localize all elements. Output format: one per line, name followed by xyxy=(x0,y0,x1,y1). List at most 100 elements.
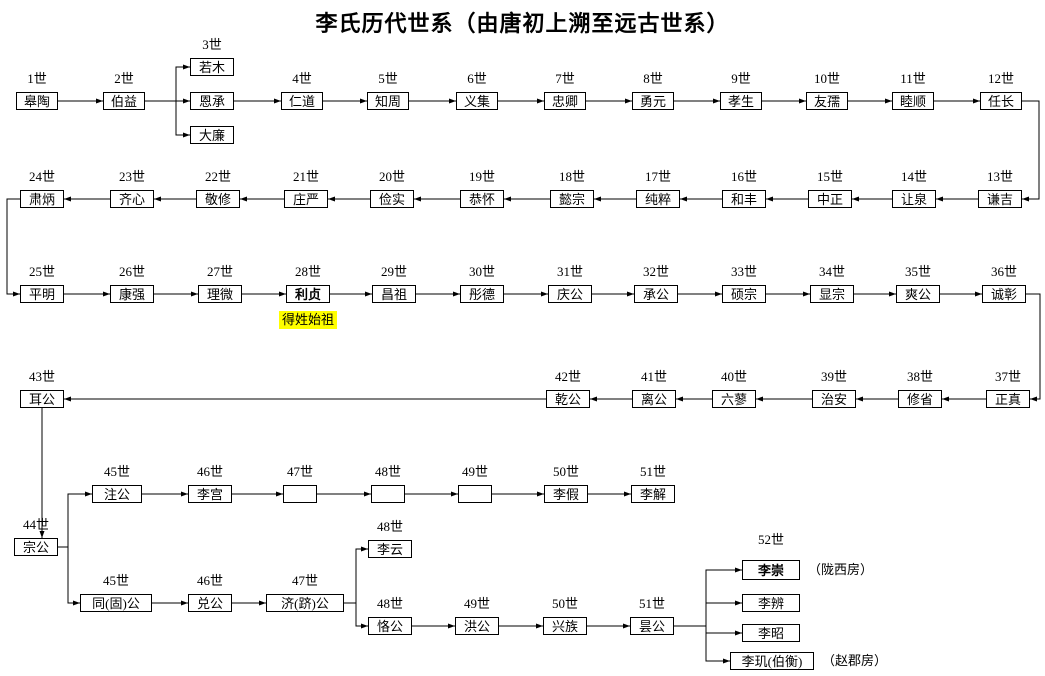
tree-node: 敬修 xyxy=(196,190,240,208)
tree-node: 若木 xyxy=(190,58,234,76)
generation-label: 50世 xyxy=(552,464,580,479)
tree-node: 李玑(伯衡) xyxy=(730,652,814,670)
generation-label: 39世 xyxy=(820,369,848,384)
tree-node: 理微 xyxy=(198,285,242,303)
generation-label: 45世 xyxy=(103,464,131,479)
generation-label: 22世 xyxy=(204,169,232,184)
generation-label: 48世 xyxy=(376,596,404,611)
generation-label: 4世 xyxy=(292,71,312,86)
generation-label: 18世 xyxy=(558,169,586,184)
tree-node: 恪公 xyxy=(368,617,412,635)
generation-label: 23世 xyxy=(118,169,146,184)
tree-node: 正真 xyxy=(986,390,1030,408)
tree-node: 俭实 xyxy=(370,190,414,208)
tree-node: 庆公 xyxy=(548,285,592,303)
generation-label: 25世 xyxy=(28,264,56,279)
tree-node: 李假 xyxy=(544,485,588,503)
tree-node: 兴族 xyxy=(543,617,587,635)
generation-label: 50世 xyxy=(551,596,579,611)
generation-label: 46世 xyxy=(196,464,224,479)
generation-label: 37世 xyxy=(994,369,1022,384)
tree-node: 懿宗 xyxy=(550,190,594,208)
generation-label: 13世 xyxy=(986,169,1014,184)
tree-node: 耳公 xyxy=(20,390,64,408)
generation-label: 34世 xyxy=(818,264,846,279)
tree-node: 伯益 xyxy=(103,92,145,110)
branch-annotation: （赵郡房） xyxy=(822,653,888,668)
generation-label: 1世 xyxy=(27,71,47,86)
generation-label: 11世 xyxy=(900,71,926,86)
generation-label: 8世 xyxy=(643,71,663,86)
generation-label: 14世 xyxy=(900,169,928,184)
generation-label: 47世 xyxy=(286,464,314,479)
generation-label: 52世 xyxy=(757,532,785,547)
generation-label: 10世 xyxy=(813,71,841,86)
tree-node: 庄严 xyxy=(284,190,328,208)
generation-label: 15世 xyxy=(816,169,844,184)
tree-node: 齐心 xyxy=(110,190,154,208)
tree-node: 昌祖 xyxy=(372,285,416,303)
tree-node: 乾公 xyxy=(546,390,590,408)
generation-label: 32世 xyxy=(642,264,670,279)
tree-node: 勇元 xyxy=(632,92,674,110)
tree-node: 治安 xyxy=(812,390,856,408)
tree-node: 六蓼 xyxy=(712,390,756,408)
tree-node: 义集 xyxy=(456,92,498,110)
tree-node: 彤德 xyxy=(460,285,504,303)
tree-node: 注公 xyxy=(92,485,142,503)
tree-node: 李昭 xyxy=(742,624,800,642)
generation-label: 24世 xyxy=(28,169,56,184)
tree-edge xyxy=(145,100,190,138)
generation-label: 38世 xyxy=(906,369,934,384)
tree-node: 宗公 xyxy=(14,538,58,556)
generation-label: 49世 xyxy=(463,596,491,611)
generation-label: 16世 xyxy=(730,169,758,184)
generation-label: 42世 xyxy=(554,369,582,384)
generation-label: 2世 xyxy=(114,71,134,86)
tree-node: 恭怀 xyxy=(460,190,504,208)
generation-label: 20世 xyxy=(378,169,406,184)
tree-node: 兑公 xyxy=(188,594,232,612)
tree-node: 李宫 xyxy=(188,485,232,503)
tree-node: 李崇 xyxy=(742,560,800,580)
generation-label: 46世 xyxy=(196,573,224,588)
surname-origin-highlight: 得姓始祖 xyxy=(278,311,338,329)
generation-label: 29世 xyxy=(380,264,408,279)
tree-node: 中正 xyxy=(808,190,852,208)
tree-edge xyxy=(344,602,368,629)
generation-label: 5世 xyxy=(378,71,398,86)
tree-edge xyxy=(1022,100,1040,202)
chart-title: 李氏历代世系（由唐初上溯至远古世系） xyxy=(315,11,730,36)
tree-node: 济(跻)公 xyxy=(266,594,344,612)
tree-node: 肃炳 xyxy=(20,190,64,208)
tree-edge xyxy=(674,625,730,664)
generation-label: 30世 xyxy=(468,264,496,279)
generation-label: 3世 xyxy=(202,37,222,52)
tree-node: 康强 xyxy=(110,285,154,303)
generation-label: 27世 xyxy=(206,264,234,279)
tree-node: 硕宗 xyxy=(722,285,766,303)
tree-node: 让泉 xyxy=(892,190,936,208)
tree-node: 爽公 xyxy=(896,285,940,303)
generation-label: 7世 xyxy=(555,71,575,86)
generation-label: 21世 xyxy=(292,169,320,184)
tree-node: 离公 xyxy=(632,390,676,408)
tree-node: 显宗 xyxy=(810,285,854,303)
generation-label: 26世 xyxy=(118,264,146,279)
tree-node: 李解 xyxy=(631,485,675,503)
tree-edge xyxy=(58,546,80,606)
generation-label: 48世 xyxy=(376,519,404,534)
tree-node: 同(固)公 xyxy=(80,594,152,612)
tree-node: 皋陶 xyxy=(16,92,58,110)
generation-label: 28世 xyxy=(294,264,322,279)
tree-node xyxy=(283,485,317,503)
tree-node: 和丰 xyxy=(722,190,766,208)
generation-label: 49世 xyxy=(461,464,489,479)
generation-label: 40世 xyxy=(720,369,748,384)
generation-label: 47世 xyxy=(291,573,319,588)
generation-label: 41世 xyxy=(640,369,668,384)
tree-node: 洪公 xyxy=(455,617,499,635)
generation-label: 51世 xyxy=(639,464,667,479)
tree-node: 仁道 xyxy=(281,92,323,110)
